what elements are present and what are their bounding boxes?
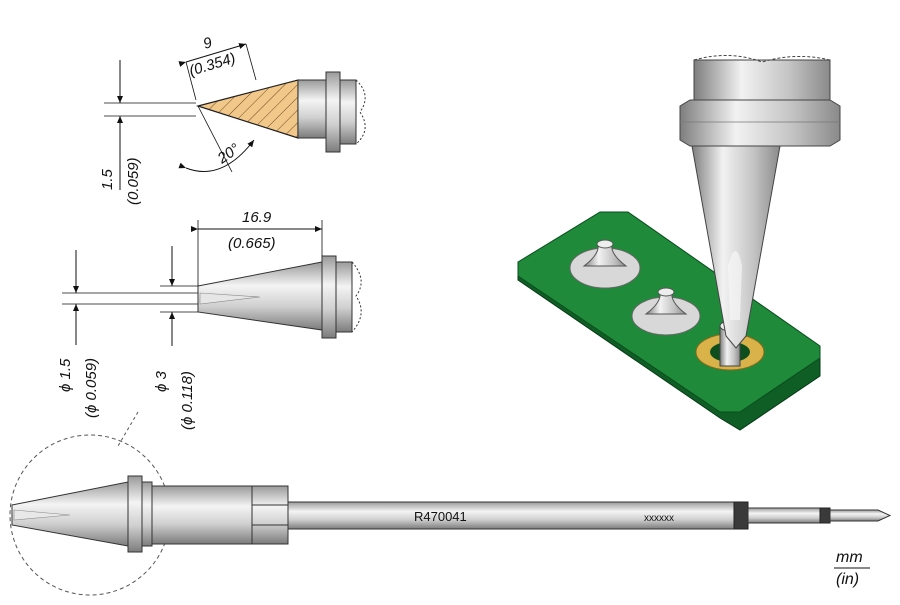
tip-profile-body xyxy=(297,79,327,139)
cartridge-ring xyxy=(141,481,153,547)
dim-tip-diameter-mm: ϕ 1.5 xyxy=(57,358,74,392)
cartridge-hex-nut xyxy=(251,485,289,545)
tip-profile-view: 9 (0.354) 1.5 (0.059) 20° xyxy=(99,34,366,205)
dim-line-length xyxy=(178,43,247,67)
tip-side-collar xyxy=(321,255,337,339)
dim-tip-width-in: (0.059) xyxy=(125,157,142,205)
dim-length-mm: 9 xyxy=(201,34,215,53)
dim-tip-width-mm: 1.5 xyxy=(99,168,116,190)
units-primary: mm xyxy=(836,549,863,566)
tip-profile-collar xyxy=(325,71,341,153)
cartridge-view: R470041 xxxxxx xyxy=(9,411,892,596)
cartridge-end-shaft xyxy=(747,507,821,524)
cartridge-band xyxy=(733,501,749,530)
tip-profile-ring xyxy=(339,79,357,145)
cartridge-cone-bore xyxy=(13,509,71,521)
pcb-illustration xyxy=(517,54,841,431)
hex-collar xyxy=(679,99,841,147)
units-legend: mm (in) xyxy=(834,549,870,588)
desolder-cone-highlight xyxy=(728,251,742,320)
serial-marking: xxxxxx xyxy=(644,513,674,524)
component-pin-top xyxy=(657,287,675,297)
detail-leader-line xyxy=(117,411,139,447)
dim-ext-line xyxy=(245,43,257,81)
dim-outer-diameter-mm: ϕ 3 xyxy=(153,370,170,392)
cartridge-end-band xyxy=(819,507,831,524)
dim-ext-line xyxy=(185,61,197,101)
heater-sleeve xyxy=(693,59,831,101)
cartridge-shaft xyxy=(287,501,735,530)
units-secondary: (in) xyxy=(836,571,859,588)
cartridge-collar xyxy=(127,475,143,553)
angle-ext-line xyxy=(197,105,233,173)
dim-tip-diameter-in: (ϕ 0.059) xyxy=(83,358,100,418)
dim-side-length-mm: 16.9 xyxy=(242,209,272,226)
dim-side-length-in: (0.665) xyxy=(228,235,276,252)
tip-side-break-line xyxy=(351,261,362,333)
tip-profile-break-line xyxy=(355,79,366,145)
part-number-label: R470041 xyxy=(414,509,467,524)
component-pin-top xyxy=(596,239,614,249)
heater-sleeve-break xyxy=(693,54,831,63)
tip-side-bore xyxy=(199,292,261,305)
tip-profile-hatched-section xyxy=(195,79,299,139)
angle-arc xyxy=(178,139,255,172)
cartridge-pin xyxy=(829,509,892,522)
cartridge-sleeve xyxy=(151,485,253,545)
tip-side-view: 16.9 (0.665) ϕ 1.5 (ϕ 0.059) ϕ 3 (ϕ 0.11… xyxy=(57,209,362,430)
tip-side-ring xyxy=(335,261,353,333)
dim-outer-diameter-in: (ϕ 0.118) xyxy=(179,371,196,430)
